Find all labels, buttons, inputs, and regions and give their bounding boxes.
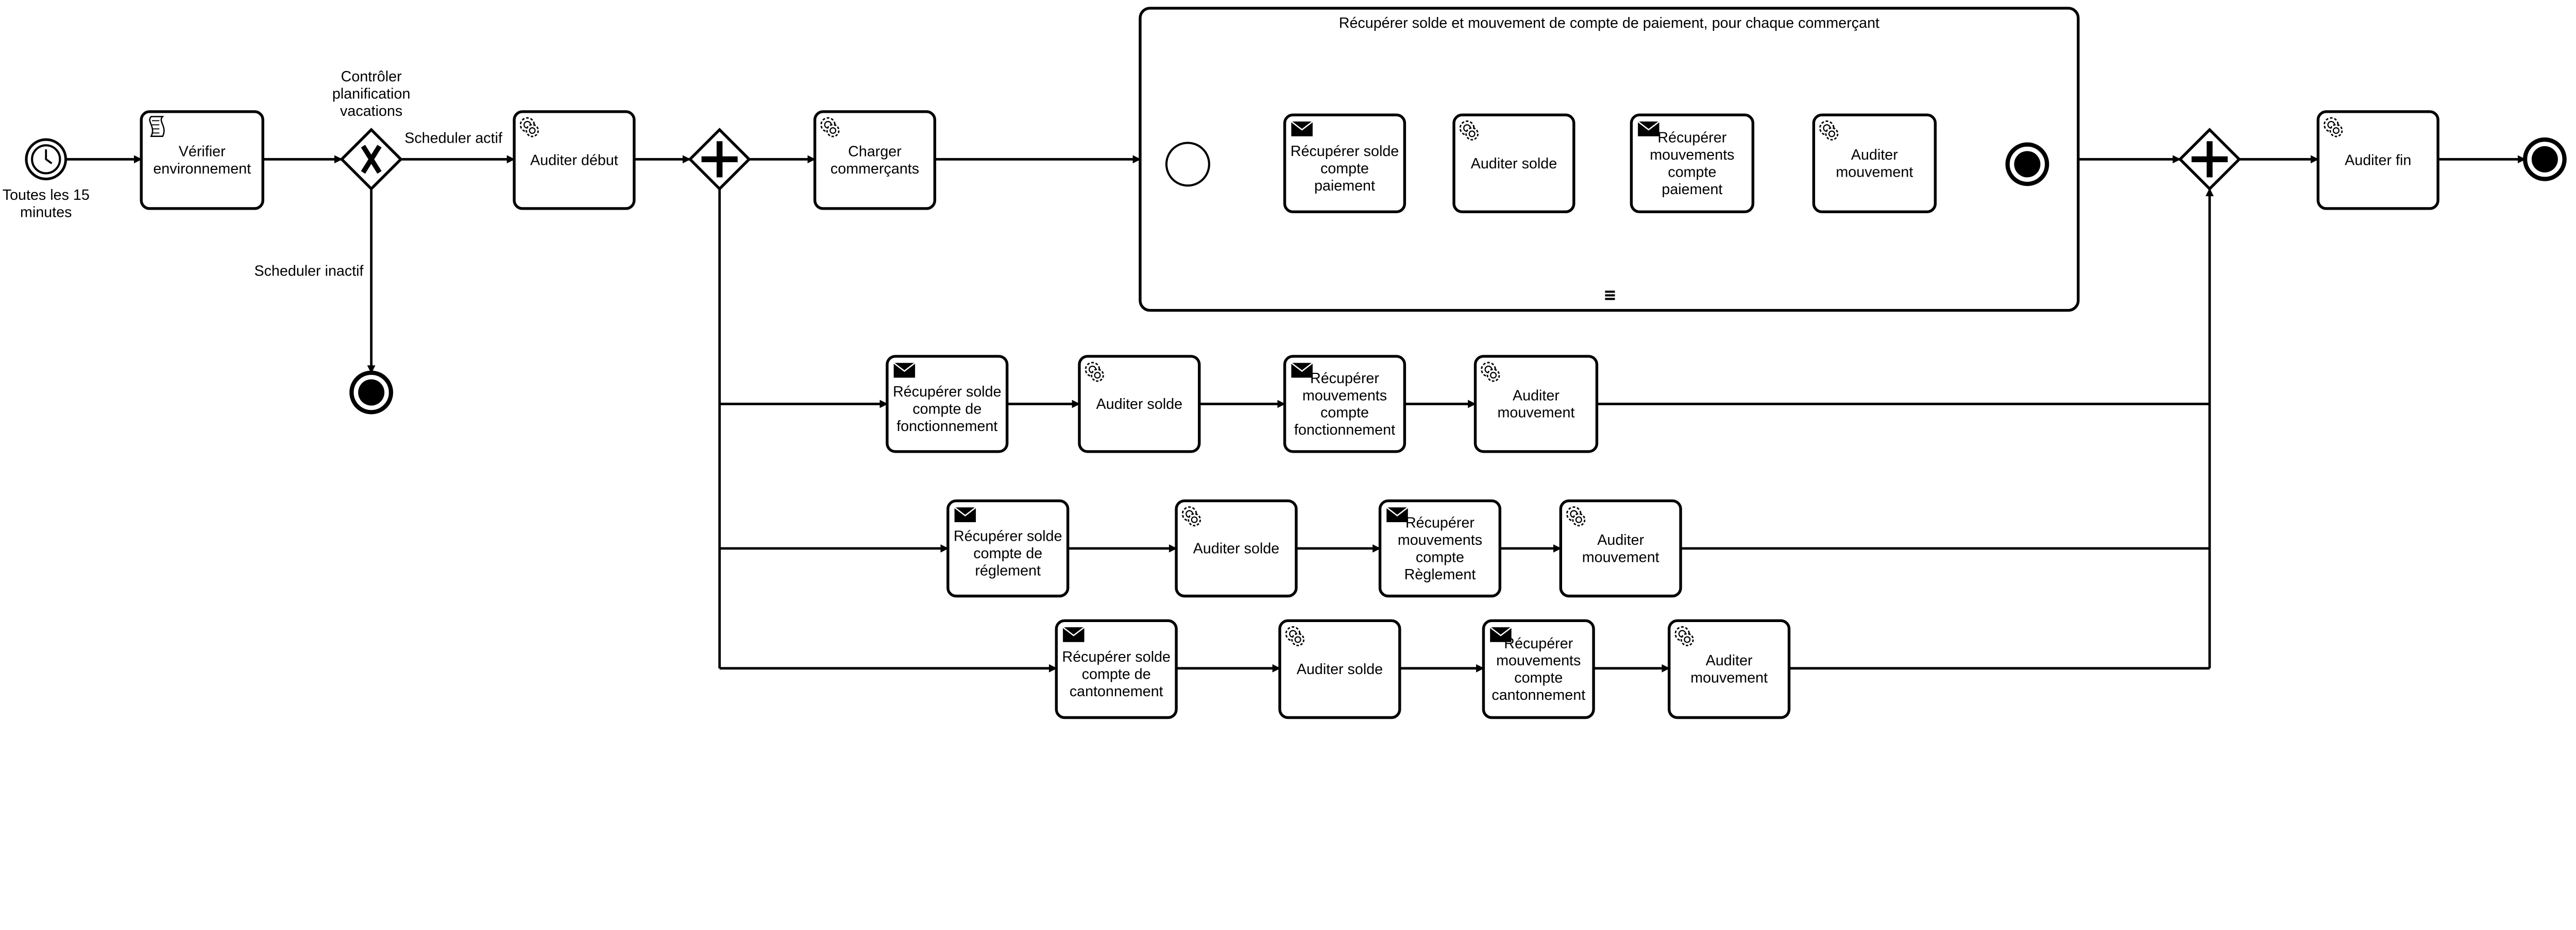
plus-icon xyxy=(701,141,738,178)
subprocess-end-event[interactable] xyxy=(2005,142,2049,186)
plus-icon xyxy=(2191,141,2228,178)
task-audit-fin[interactable]: Auditer fin xyxy=(2316,110,2439,210)
gear-icon xyxy=(1566,506,1586,527)
task-label: Auditer solde xyxy=(1297,661,1383,678)
envelope-icon xyxy=(893,362,916,378)
task-audit-debut[interactable]: Auditer début xyxy=(513,110,636,210)
task-sp-audit-solde[interactable]: Auditer solde xyxy=(1452,113,1575,214)
clock-icon xyxy=(31,144,61,175)
flow-label-inactive: Scheduler inactif xyxy=(254,263,364,280)
flow-label-active: Scheduler actif xyxy=(404,130,503,146)
subprocess-multi-instance[interactable]: Récupérer solde et mouvement de compte d… xyxy=(1139,7,2080,312)
gear-icon xyxy=(1285,626,1305,646)
envelope-icon xyxy=(1291,120,1313,136)
bpmn-diagram: Récupérer solde et mouvement de compte d… xyxy=(3,7,2567,719)
gear-icon xyxy=(2324,117,2343,137)
task-label: Auditer début xyxy=(530,152,618,168)
gear-icon xyxy=(820,117,840,137)
envelope-icon xyxy=(1489,627,1512,642)
gear-icon xyxy=(1481,361,1500,382)
x-icon xyxy=(361,145,382,174)
multi-instance-sequential-icon xyxy=(1605,290,1615,300)
gear-icon xyxy=(1084,361,1104,382)
task-label: Auditer solde xyxy=(1471,156,1557,172)
gear-icon xyxy=(1819,120,1839,141)
envelope-icon xyxy=(1062,627,1085,642)
envelope-icon xyxy=(1291,362,1313,378)
task-label: Auditer solde xyxy=(1096,396,1182,412)
script-icon xyxy=(149,116,165,137)
gear-icon xyxy=(1459,120,1479,141)
subprocess-start-event[interactable] xyxy=(1165,142,1210,187)
task-c-audit-solde[interactable]: Auditer solde xyxy=(1278,619,1401,719)
envelope-icon xyxy=(1637,120,1660,136)
subprocess-title: Récupérer solde et mouvement de compte d… xyxy=(1339,15,1879,31)
task-r-audit-solde[interactable]: Auditer solde xyxy=(1175,499,1298,598)
end-event[interactable] xyxy=(2522,137,2567,181)
parallel-gateway-join[interactable] xyxy=(2178,128,2242,191)
task-label: Auditer solde xyxy=(1193,541,1279,557)
parallel-gateway-split[interactable] xyxy=(688,128,751,191)
gear-icon xyxy=(1181,506,1201,527)
gear-icon xyxy=(1674,626,1694,646)
gear-icon xyxy=(519,117,539,137)
task-f-audit-solde[interactable]: Auditer solde xyxy=(1078,355,1201,453)
envelope-icon xyxy=(954,507,976,523)
envelope-icon xyxy=(1386,507,1409,523)
end-event-inactive[interactable] xyxy=(349,370,394,415)
task-label: Auditer fin xyxy=(2345,152,2411,168)
